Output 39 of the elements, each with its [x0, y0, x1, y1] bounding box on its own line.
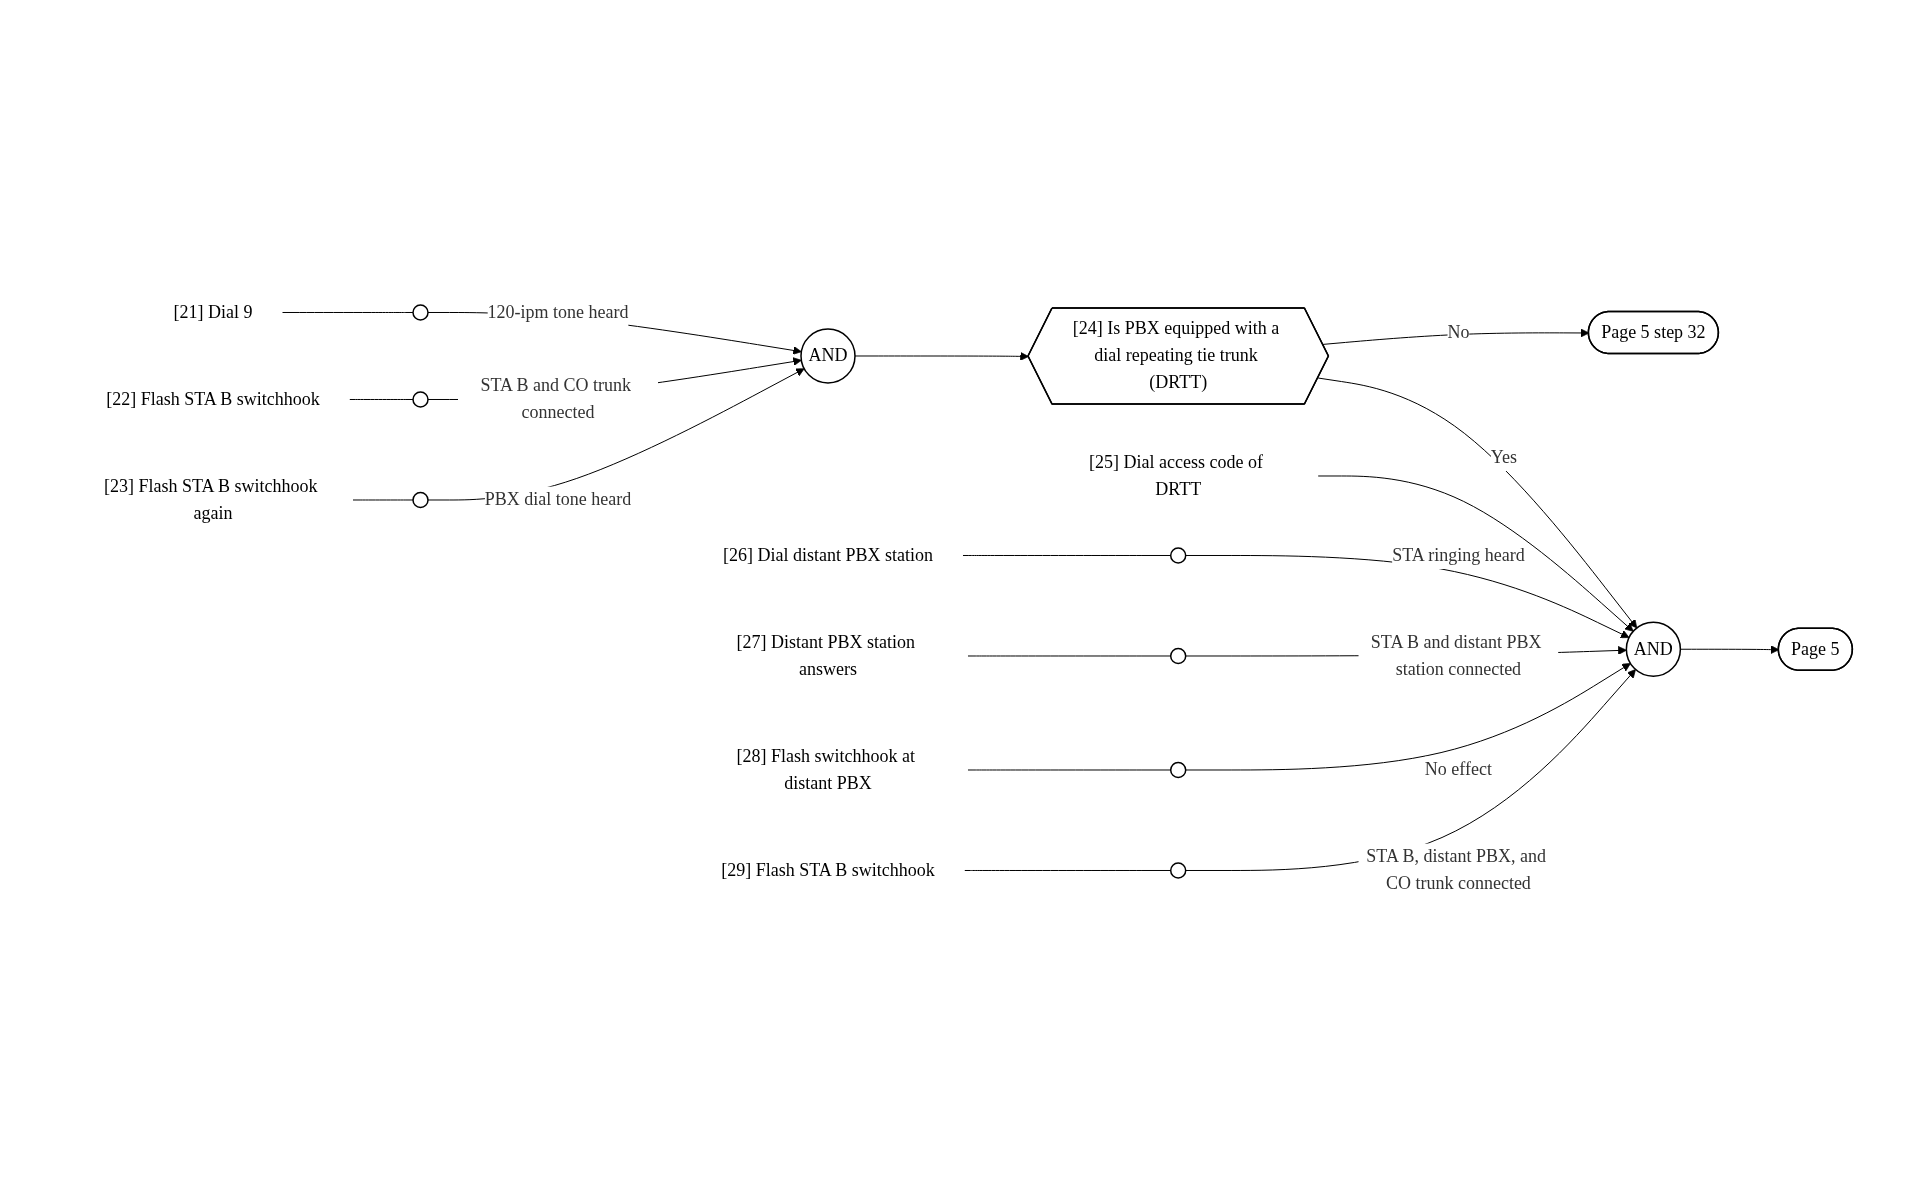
edge-label: 120-ipm tone heard: [487, 302, 629, 322]
connector: [349, 399, 414, 400]
edge-label: PBX dial tone heard: [485, 489, 632, 510]
edge-label: STA B and CO trunk connected: [480, 375, 632, 423]
node-circle: [1170, 761, 1187, 779]
arrow: [1185, 669, 1637, 871]
edge-label: Yes: [1491, 447, 1518, 468]
connector: [962, 555, 1172, 556]
node-text: [27] Distant PBX station answers: [736, 631, 916, 679]
node-text: [23] Flash STA B switchhook again: [104, 476, 318, 523]
connector: [352, 499, 414, 501]
node-text: [22] Flash STA B switchhook: [106, 389, 321, 409]
arrow: [427, 368, 805, 501]
node-circle: [412, 304, 430, 321]
node-circle: [412, 491, 430, 509]
connector: [282, 312, 414, 313]
node-circle: [1170, 862, 1187, 879]
node-text: [21] Dial 9: [173, 302, 253, 322]
node-circle: [1170, 647, 1187, 665]
arrow: [1318, 475, 1634, 632]
connector: [964, 870, 1172, 871]
node-circle: [412, 391, 430, 408]
node-text: [25] Dial access code of DRTT: [1089, 452, 1264, 499]
arrow: [1185, 663, 1632, 771]
node-circle: AND: [1625, 621, 1682, 677]
arrow: [1185, 555, 1630, 639]
edge-label: STA ringing heard: [1392, 544, 1525, 565]
node-text: [29] Flash STA B switchhook: [721, 859, 936, 880]
edge-label: No effect: [1425, 759, 1493, 780]
node-circle: AND: [800, 328, 857, 384]
edge-label: STA B, distant PBX, and CO trunk connected: [1366, 846, 1547, 894]
node-text: [28] Flash switchhook at distant PBX: [736, 745, 916, 793]
edge-label: No: [1447, 322, 1470, 342]
node-text: [26] Dial distant PBX station: [723, 544, 934, 565]
connector: [967, 769, 1172, 771]
arrow: [1317, 377, 1638, 629]
edge-label: STA B and distant PBX station connected: [1371, 631, 1542, 679]
connector: [967, 655, 1172, 657]
node-circle: [1170, 547, 1187, 564]
